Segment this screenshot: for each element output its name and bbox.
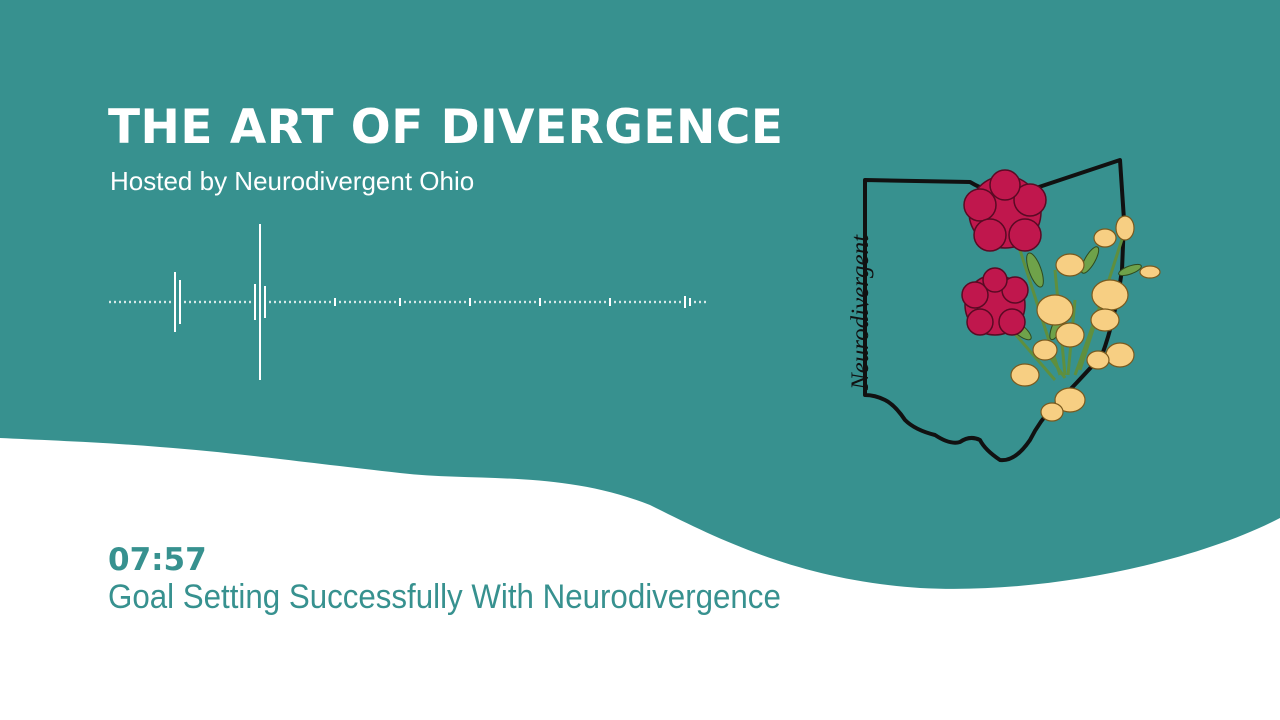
carnation-top [963,169,1047,252]
show-subtitle: Hosted by Neurodivergent Ohio [110,166,475,196]
waveform-bars [109,224,706,380]
neurodivergent-ohio-logo: Neurodivergent [847,158,1161,463]
show-title: THE ART OF DIVERGENCE [108,100,784,155]
episode-title: Goal Setting Successfully With Neurodive… [108,578,781,616]
logo-wordmark: Neurodivergent [847,234,874,391]
audio-waveform[interactable] [100,215,720,390]
sweet-pea-flowers [1010,215,1161,422]
carnation-flowers [961,169,1047,336]
episode-timestamp: 07:57 [108,542,207,578]
carnation-bottom [961,267,1029,336]
